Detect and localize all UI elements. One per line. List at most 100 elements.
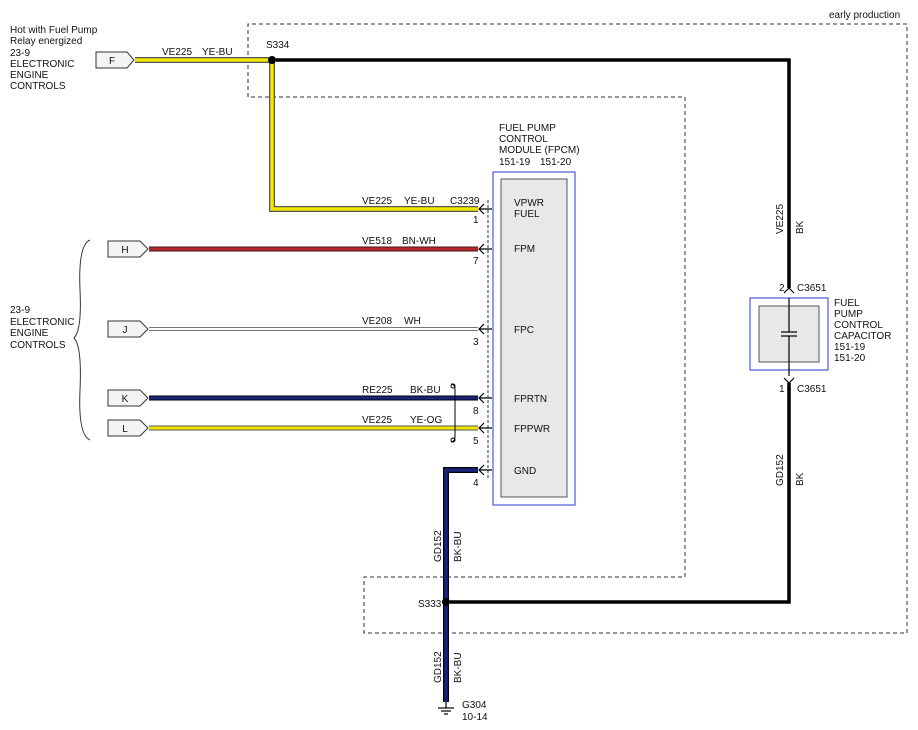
svg-text:CONTROL: CONTROL [499,134,548,145]
svg-text:FUEL: FUEL [834,298,860,309]
svg-text:VPWR: VPWR [514,198,544,209]
svg-text:MODULE (FPCM): MODULE (FPCM) [499,145,580,156]
wire-ve225-yellow-top [135,57,478,212]
capacitor-title: FUEL PUMP CONTROL CAPACITOR 151-19 151-2… [834,298,891,364]
connector-k: K [107,389,149,407]
svg-text:K: K [122,394,129,405]
svg-text:1: 1 [473,215,479,226]
svg-text:Hot with Fuel Pump: Hot with Fuel Pump [10,25,98,36]
svg-text:ENGINE: ENGINE [10,328,49,339]
wire-ve518-circuit: VE518 [362,236,392,247]
wire-ve225-color-top: YE-BU [202,47,233,58]
wire-re225-circuit: RE225 [362,385,393,396]
svg-text:FPM: FPM [514,244,535,255]
svg-text:C3651: C3651 [797,384,827,395]
wire-ve518-color: BN-WH [402,236,436,247]
svg-text:FUEL PUMP: FUEL PUMP [499,123,556,134]
svg-text:23-9: 23-9 [10,48,30,59]
fpcm-connector-label: C3239 [450,196,480,207]
svg-text:ENGINE: ENGINE [10,70,49,81]
svg-text:L: L [122,424,128,435]
svg-text:CAPACITOR: CAPACITOR [834,331,891,342]
svg-text:151-19: 151-19 [499,157,531,168]
svg-text:1: 1 [779,384,785,395]
svg-text:CONTROL: CONTROL [834,320,883,331]
capacitor-connector-top: 2 C3651 [779,283,827,294]
inputs-label: 23-9 ELECTRONIC ENGINE CONTROLS [10,305,74,351]
svg-text:CONTROLS: CONTROLS [10,340,66,351]
svg-text:CONTROLS: CONTROLS [10,81,66,92]
svg-text:Relay energized: Relay energized [10,36,82,47]
wire-ve208-color: WH [404,316,421,327]
fpcm-pin-arrows [478,203,492,476]
svg-text:151-20: 151-20 [540,157,572,168]
svg-text:3: 3 [473,337,479,348]
wire-ve225-fpcm-circuit: VE225 [362,196,392,207]
svg-text:GND: GND [514,466,536,477]
splice-s333 [442,598,450,606]
splice-s334-label: S334 [266,40,290,51]
fpcm-pin-vpwr: VPWR FUEL 1 [473,198,544,226]
wire-ve225-l-circuit: VE225 [362,415,392,426]
capacitor-symbol [781,298,797,376]
early-production-label: early production [829,10,900,21]
wire-gd152-bk [450,388,791,604]
splice-s333-label: S333 [418,599,442,610]
wire-ve225-bk-circuit: VE225 [775,204,786,234]
wire-gd152-bk-color: BK [795,472,806,486]
fpcm-pin-fpm: FPM 7 [473,244,535,267]
connector-h: H [107,240,149,258]
wire-ve225-circuit-top: VE225 [162,47,192,58]
wire-re225-color: BK-BU [410,385,441,396]
wire-ve225-bk-color: BK [795,220,806,234]
wire-ve225-fpcm-color: YE-BU [404,196,435,207]
ground-symbol [438,702,454,715]
inputs-brace [73,239,91,441]
svg-text:ELECTRONIC: ELECTRONIC [10,317,74,328]
wire-gd152-bk-circuit: GD152 [775,454,786,486]
fpcm-title: FUEL PUMP CONTROL MODULE (FPCM) 151-19 1… [499,123,580,168]
svg-text:ELECTRONIC: ELECTRONIC [10,59,74,70]
svg-text:FPPWR: FPPWR [514,424,550,435]
svg-text:8: 8 [473,406,479,417]
svg-text:H: H [121,245,128,256]
ground-ref: 10-14 [462,712,488,723]
svg-text:FUEL: FUEL [514,209,540,220]
svg-text:2: 2 [779,283,785,294]
svg-text:151-20: 151-20 [834,353,866,364]
ground-name: G304 [462,700,487,711]
svg-text:7: 7 [473,256,479,267]
wire-gd152-circuit-2: GD152 [433,651,444,683]
svg-text:23-9: 23-9 [10,305,30,316]
fpcm-pin-gnd: GND 4 [473,466,536,489]
wire-ve208-circuit: VE208 [362,316,392,327]
wire-gd152-color-2: BK-BU [453,652,464,683]
connector-l: L [107,419,149,437]
wire-ve225-l-color: YE-OG [410,415,442,426]
svg-text:FPRTN: FPRTN [514,394,547,405]
fpcm-module-inner [500,178,568,498]
svg-text:5: 5 [473,436,479,447]
capacitor-connector-bottom: 1 C3651 [779,377,827,395]
wire-gd152-circuit-1: GD152 [433,530,444,562]
connector-j: J [107,320,149,338]
svg-text:C3651: C3651 [797,283,827,294]
svg-text:FPC: FPC [514,325,534,336]
source-label: Hot with Fuel Pump Relay energized 23-9 … [10,25,98,92]
wire-gd152-color-1: BK-BU [453,531,464,562]
splice-s334 [268,56,276,64]
fpcm-pin-fppwr: FPPWR 5 [473,424,550,447]
svg-text:PUMP: PUMP [834,309,863,320]
early-production-boundary [247,23,908,634]
wire-ve225-bk [276,58,791,288]
svg-text:J: J [123,325,128,336]
wire-gd152-blue [443,467,478,702]
fpcm-pin-fpc: FPC 3 [473,325,534,348]
connector-f: F [95,51,135,69]
twisted-pair-marker [450,383,456,443]
fpcm-pin-fprtn: FPRTN 8 [473,394,547,417]
svg-text:151-19: 151-19 [834,342,866,353]
svg-text:F: F [109,56,115,67]
svg-text:4: 4 [473,478,479,489]
